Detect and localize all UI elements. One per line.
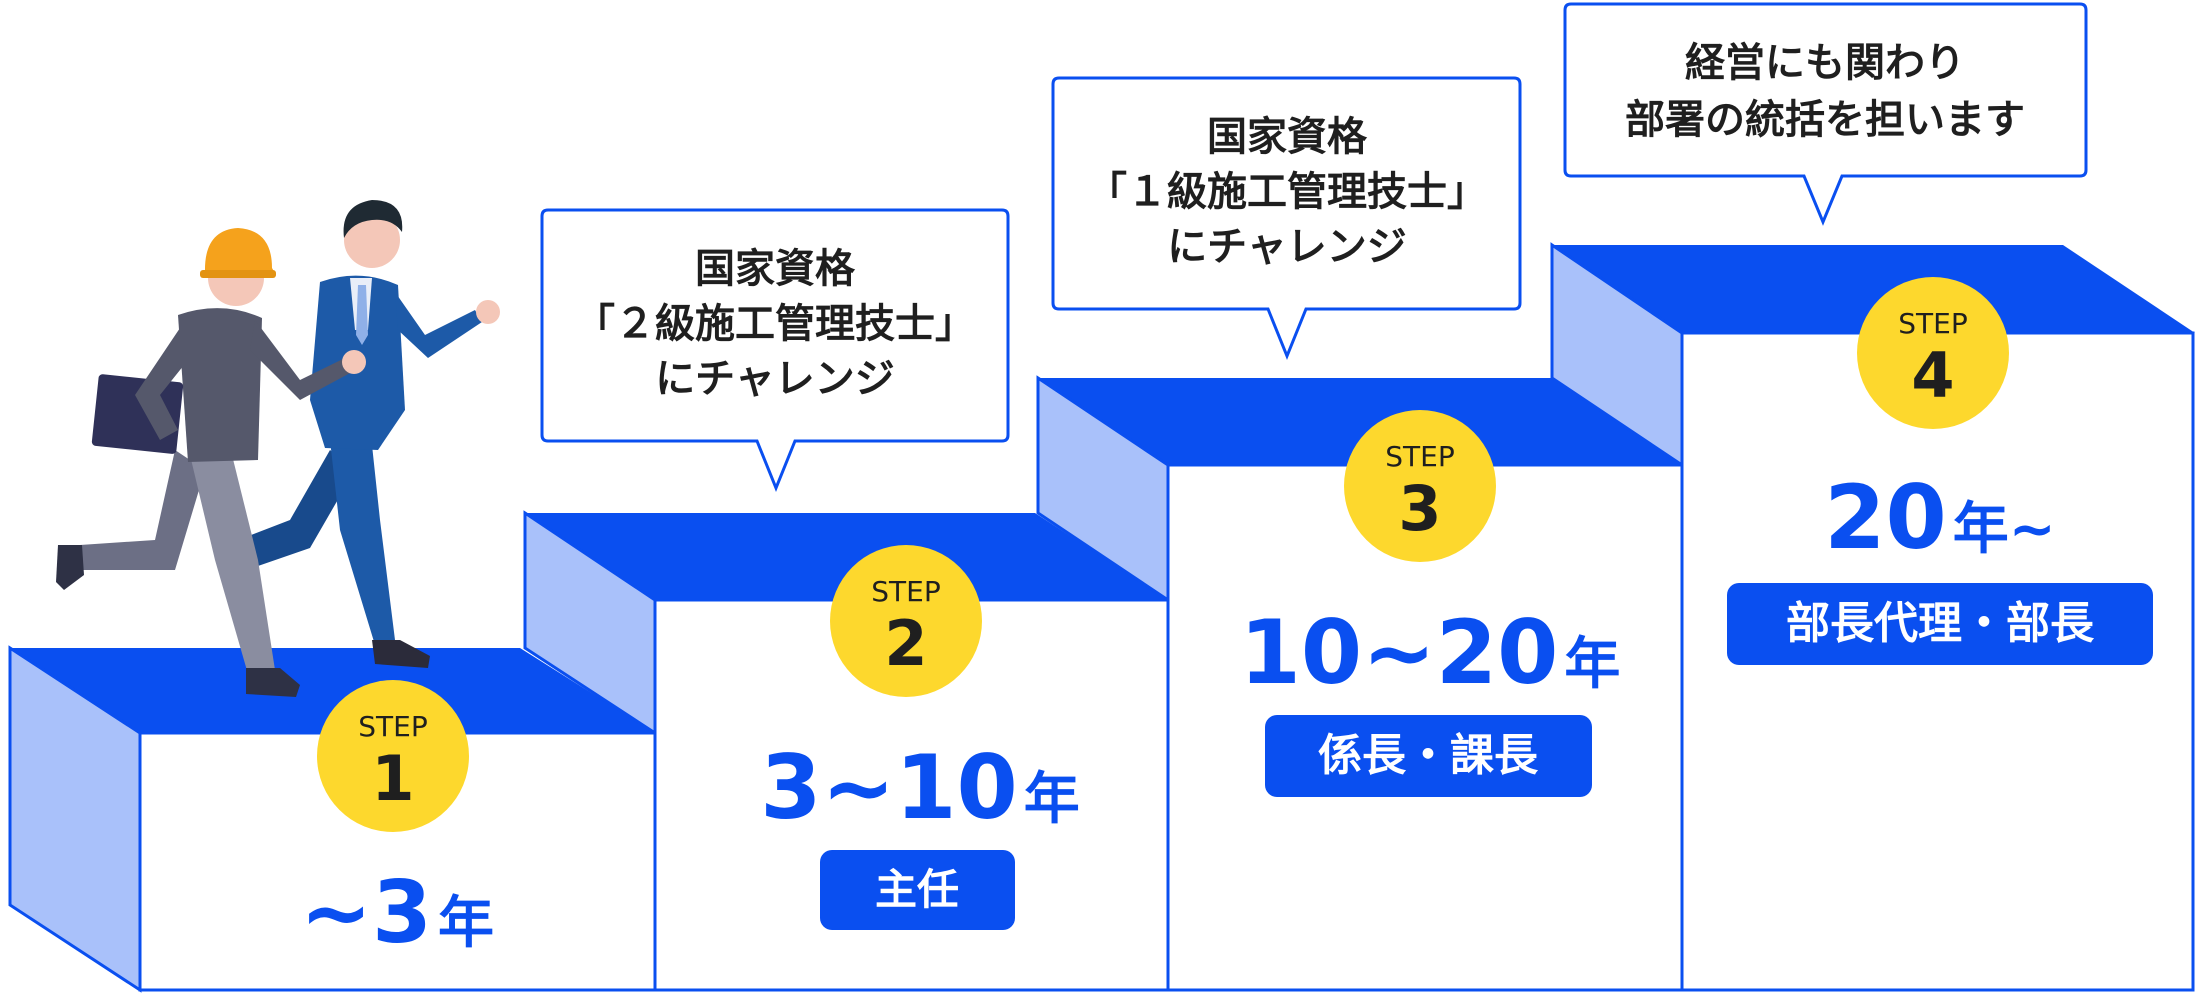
- step-3-bubble: 国家資格 「１級施工管理技士」 にチャレンジ: [1051, 76, 1522, 361]
- years-main: ~3: [300, 863, 432, 963]
- businessman-face: [344, 212, 400, 268]
- step-badge-circle: [1344, 410, 1496, 562]
- step-badge-circle: [830, 545, 982, 697]
- years-main: 10~20: [1240, 601, 1559, 704]
- role-label: 主任: [875, 865, 959, 914]
- step-badge-number: 4: [1911, 339, 1954, 412]
- speech-bubble: [540, 208, 1010, 493]
- businessman-front-leg: [330, 440, 395, 645]
- bubble-line-2: 「１級施工管理技士」: [1087, 169, 1487, 215]
- years-unit: 年~: [1953, 497, 2056, 562]
- years-unit: 年: [1024, 767, 1080, 832]
- bubble-line-2: 「２級施工管理技士」: [575, 301, 975, 347]
- step-badge-3: STEP 3: [1344, 410, 1496, 562]
- step-badge-label: STEP: [871, 575, 940, 608]
- worker-back-shoe: [56, 545, 84, 590]
- step-badge-circle: [1857, 277, 2009, 429]
- years-main: 20: [1824, 466, 1946, 569]
- role-label: 係長・課長: [1318, 730, 1539, 781]
- businessman-tie: [356, 285, 368, 345]
- speech-bubble: [1563, 2, 2088, 226]
- hardhat-icon: [204, 228, 276, 278]
- step-2-bubble: 国家資格 「２級施工管理技士」 にチャレンジ: [540, 208, 1010, 493]
- step-badge-circle: [317, 680, 469, 832]
- step-badge-label: STEP: [1385, 440, 1454, 473]
- businessman-shoe: [372, 640, 430, 668]
- speech-bubble: [1051, 76, 1522, 361]
- step-badge-2: STEP 2: [830, 545, 982, 697]
- businessman-hair: [343, 200, 403, 238]
- role-badge: [1727, 583, 2153, 665]
- role-label: 部長代理・部長: [1786, 598, 2095, 649]
- worker-front-leg: [190, 455, 275, 674]
- bubble-line-2: 部署の統括を担います: [1625, 97, 2025, 143]
- step-badge-1: STEP 1: [317, 680, 469, 832]
- worker-back-leg: [80, 450, 205, 570]
- bubble-line-1: 経営にも関わり: [1685, 40, 1965, 86]
- step-badge-label: STEP: [358, 710, 427, 743]
- businessman-arm: [395, 292, 482, 358]
- worker-rear-arm: [135, 325, 200, 440]
- step-badge-4: STEP 4: [1857, 277, 2009, 429]
- step-4-top: [1552, 245, 2195, 333]
- worker-hand: [342, 350, 366, 374]
- years-main: 3~10: [760, 736, 1017, 839]
- step-1-top: [10, 648, 655, 733]
- step-badge-number: 3: [1398, 472, 1441, 545]
- businessman-back-leg: [225, 450, 355, 575]
- step-3-role: 係長・課長: [1265, 715, 1592, 797]
- years-unit: 年: [438, 891, 494, 956]
- step-3-top: [1038, 378, 1682, 465]
- step-badge-label: STEP: [1898, 307, 1967, 340]
- businessman-hand: [476, 300, 500, 324]
- step-4-role: 部長代理・部長: [1727, 583, 2153, 665]
- worker-torso: [178, 308, 262, 462]
- bubble-line-3: にチャレンジ: [1167, 224, 1407, 270]
- step-badge-number: 1: [371, 742, 414, 815]
- worker-arm: [250, 320, 352, 400]
- worker-front-shoe: [246, 668, 300, 697]
- bubble-line-3: にチャレンジ: [655, 356, 895, 402]
- step-badge-number: 2: [884, 607, 927, 680]
- hardhat-brim: [200, 270, 276, 278]
- bubble-line-1: 国家資格: [1207, 114, 1368, 160]
- role-badge: [1265, 715, 1592, 797]
- bubble-line-1: 国家資格: [695, 246, 856, 292]
- years-unit: 年: [1564, 632, 1620, 697]
- step-2-top: [525, 513, 1168, 600]
- step-2-role: 主任: [820, 850, 1015, 930]
- role-badge: [820, 850, 1015, 930]
- step-4-bubble: 経営にも関わり 部署の統括を担います: [1563, 2, 2088, 226]
- worker-illustration: [56, 228, 366, 697]
